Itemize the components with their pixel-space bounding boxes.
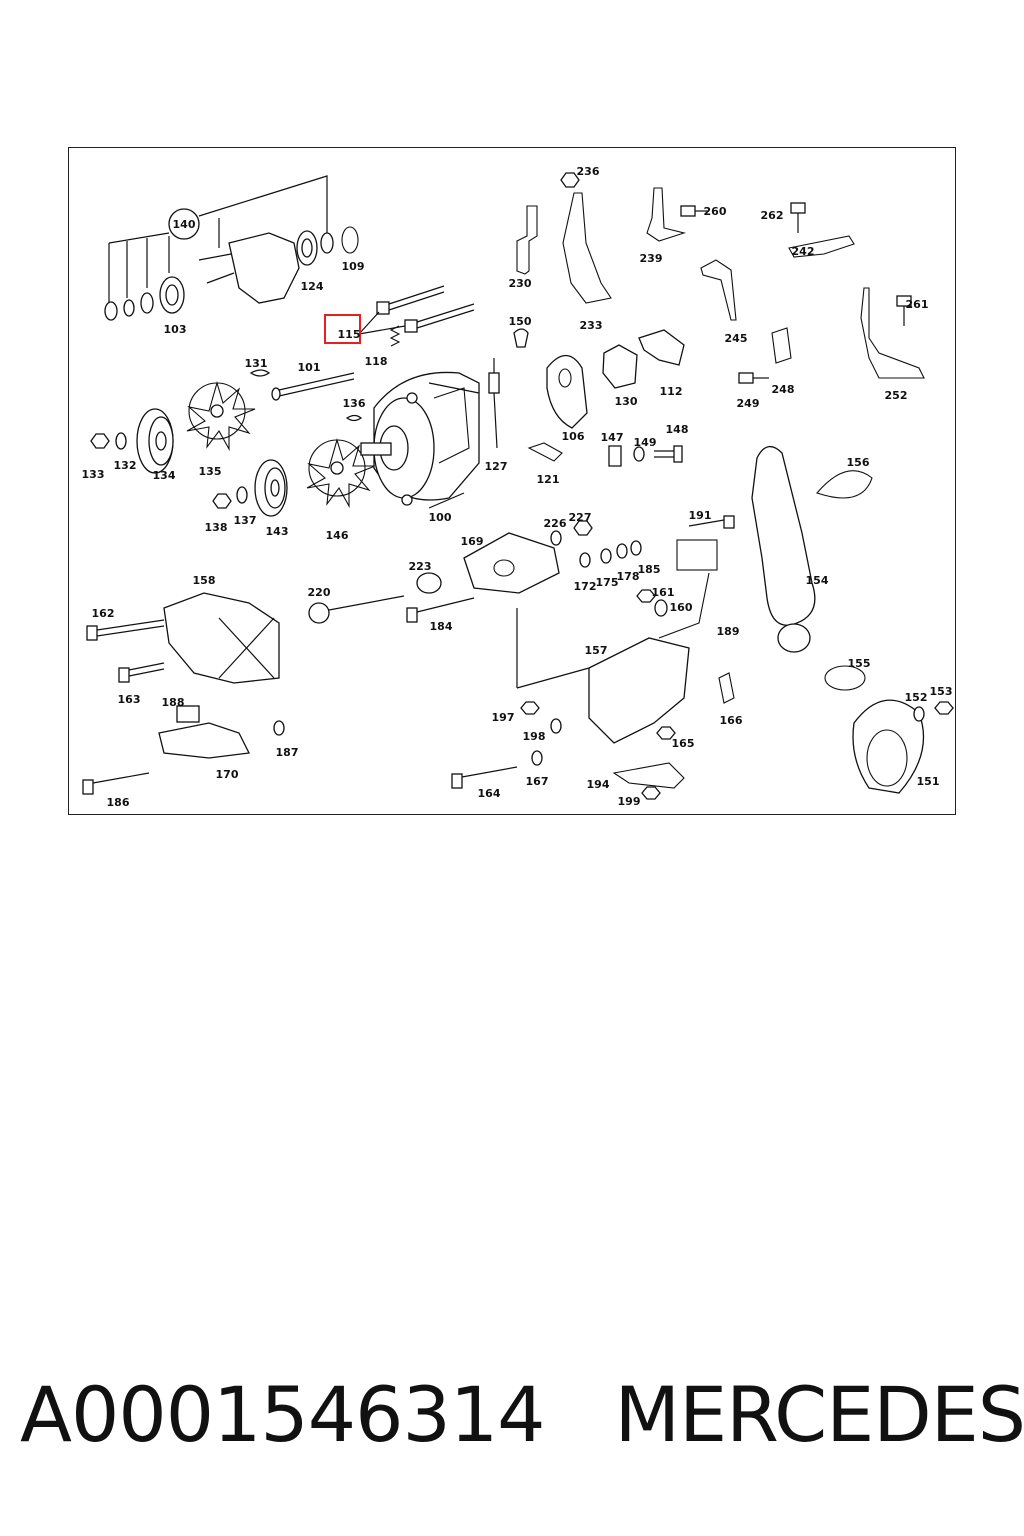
part-group-brackets-top (516, 172, 925, 379)
part-label-140: 140 (173, 218, 196, 231)
part-label-164: 164 (478, 787, 501, 800)
part-label-162: 162 (92, 607, 115, 620)
part-group-fans (90, 369, 376, 517)
part-label-175: 175 (596, 576, 619, 589)
part-label-191: 191 (689, 509, 712, 522)
part-label-153: 153 (930, 685, 953, 698)
part-label-236: 236 (577, 165, 600, 178)
part-label-103: 103 (164, 323, 187, 336)
part-label-184: 184 (430, 620, 453, 633)
part-label-100: 100 (429, 511, 452, 524)
part-label-148: 148 (666, 423, 689, 436)
part-group-hose (751, 446, 873, 691)
part-group-lower (82, 515, 954, 800)
part-label-132: 132 (114, 459, 137, 472)
part-group-regulator (488, 328, 685, 467)
part-label-134: 134 (153, 469, 176, 482)
part-label-163: 163 (118, 693, 141, 706)
part-label-115: 115 (338, 328, 361, 341)
exploded-view-drawing: 140 109 124 103 115 118 131 101 136 133 132 134 135 1… (82, 165, 954, 809)
part-label-262: 262 (761, 209, 784, 222)
part-label-187: 187 (276, 746, 299, 759)
part-group-140 (104, 175, 359, 321)
part-label-146: 146 (326, 529, 349, 542)
part-label-151: 151 (917, 775, 940, 788)
part-label-155: 155 (848, 657, 871, 670)
part-label-227: 227 (569, 511, 592, 524)
part-label-189: 189 (717, 625, 740, 638)
part-label-248: 248 (772, 383, 795, 396)
part-label-160: 160 (670, 601, 693, 614)
part-label-198: 198 (523, 730, 546, 743)
part-label-118: 118 (365, 355, 388, 368)
part-label-167: 167 (526, 775, 549, 788)
part-number: A0001546314 (20, 1370, 546, 1459)
part-label-252: 252 (885, 389, 908, 402)
part-caption: A0001546314 MERCEDES (20, 1370, 1024, 1470)
part-label-131: 131 (245, 357, 268, 370)
part-label-172: 172 (574, 580, 597, 593)
part-label-169: 169 (461, 535, 484, 548)
part-label-166: 166 (720, 714, 743, 727)
parts-diagram: 140 109 124 103 115 118 131 101 136 133 132 134 135 1… (68, 147, 956, 815)
brand-name: MERCEDES (614, 1370, 1024, 1459)
part-label-233: 233 (580, 319, 603, 332)
part-label-199: 199 (618, 795, 641, 808)
part-label-137: 137 (234, 514, 257, 527)
part-label-220: 220 (308, 586, 331, 599)
part-label-245: 245 (725, 332, 748, 345)
part-label-149: 149 (634, 436, 657, 449)
part-label-249: 249 (737, 397, 760, 410)
part-label-109: 109 (342, 260, 365, 273)
part-group-248 (738, 327, 792, 384)
part-label-197: 197 (492, 711, 515, 724)
part-label-143: 143 (266, 525, 289, 538)
part-label-188: 188 (162, 696, 185, 709)
part-label-223: 223 (409, 560, 432, 573)
part-label-152: 152 (905, 691, 928, 704)
part-label-194: 194 (587, 778, 610, 791)
highlight-box (324, 314, 361, 344)
part-label-226: 226 (544, 517, 567, 530)
part-label-147: 147 (601, 431, 624, 444)
part-label-157: 157 (585, 644, 608, 657)
part-label-158: 158 (193, 574, 216, 587)
part-label-178: 178 (617, 570, 640, 583)
part-label-239: 239 (640, 252, 663, 265)
part-label-130: 130 (615, 395, 638, 408)
part-labels: 140 109 124 103 115 118 131 101 136 133 132 134 135 1… (82, 165, 953, 809)
part-label-133: 133 (82, 468, 105, 481)
part-label-261: 261 (906, 298, 929, 311)
part-label-124: 124 (301, 280, 324, 293)
part-label-242: 242 (792, 245, 815, 258)
part-label-154: 154 (806, 574, 829, 587)
part-group-115 (324, 285, 475, 347)
part-label-121: 121 (537, 473, 560, 486)
part-label-260: 260 (704, 205, 727, 218)
part-label-138: 138 (205, 521, 228, 534)
part-label-127: 127 (485, 460, 508, 473)
part-group-100 (360, 371, 480, 509)
part-label-156: 156 (847, 456, 870, 469)
part-label-165: 165 (672, 737, 695, 750)
part-label-101: 101 (298, 361, 321, 374)
part-label-185: 185 (638, 563, 661, 576)
part-label-136: 136 (343, 397, 366, 410)
part-label-161: 161 (652, 586, 675, 599)
part-label-170: 170 (216, 768, 239, 781)
part-label-150: 150 (509, 315, 532, 328)
part-label-186: 186 (107, 796, 130, 809)
part-label-135: 135 (199, 465, 222, 478)
part-label-112: 112 (660, 385, 683, 398)
part-label-230: 230 (509, 277, 532, 290)
part-label-106: 106 (562, 430, 585, 443)
